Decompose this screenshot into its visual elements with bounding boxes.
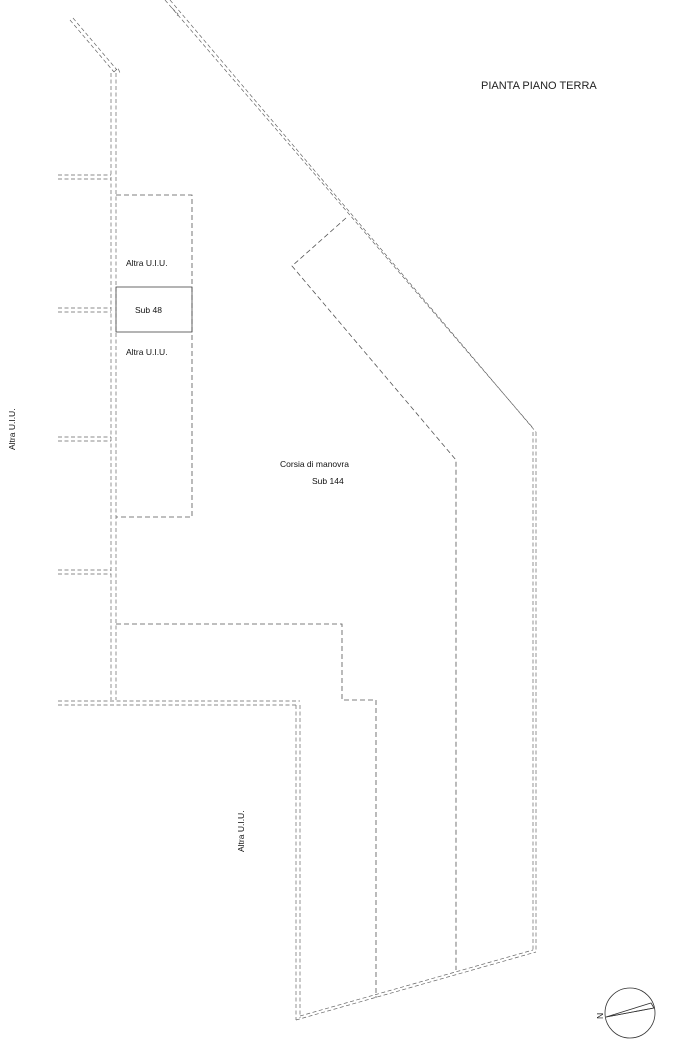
left-wall xyxy=(110,73,117,700)
label-altra-lower: Altra U.I.U. xyxy=(126,347,168,357)
compass-circle-icon xyxy=(604,987,656,1039)
bottom-wall xyxy=(295,705,537,1021)
label-corsia: Corsia di manovra xyxy=(280,459,349,469)
label-altra-upper: Altra U.I.U. xyxy=(126,258,168,268)
north-arrow: N xyxy=(595,987,656,1039)
plan-title: PIANTA PIANO TERRA xyxy=(481,80,597,92)
right-wall xyxy=(532,432,537,952)
top-right-wall xyxy=(164,0,537,433)
left-wall-stubs xyxy=(58,174,300,706)
label-sub-48: Sub 48 xyxy=(135,305,162,315)
compass-needle-icon xyxy=(605,1002,655,1018)
inner-ramp xyxy=(291,217,457,970)
upper-unit-block xyxy=(115,194,193,518)
label-sub-144: Sub 144 xyxy=(312,476,344,486)
label-altra-bottom: Altra U.I.U. xyxy=(236,810,246,852)
compass-north-label: N xyxy=(595,1013,605,1019)
top-left-wall xyxy=(69,17,121,74)
lower-unit-outline xyxy=(116,623,377,998)
label-altra-left: Altra U.I.U. xyxy=(7,408,17,450)
